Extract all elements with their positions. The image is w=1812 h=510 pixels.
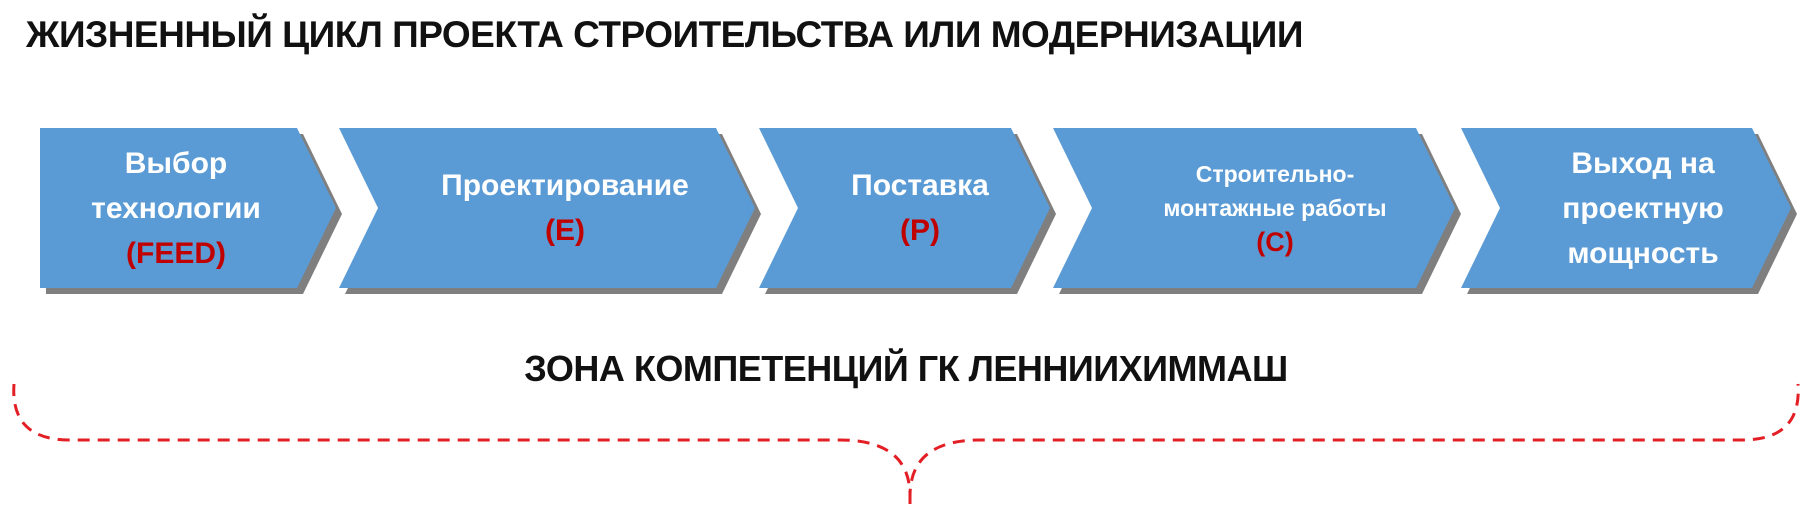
step-procurement-chevron — [759, 128, 1050, 288]
step-construction-line-1: Строительно- — [1195, 161, 1355, 187]
step-feed-code: (FEED) — [126, 236, 226, 270]
step-commissioning — [1461, 128, 1797, 294]
step-commissioning-line-1: Выход на — [1571, 146, 1715, 180]
step-construction-chevron — [1053, 128, 1455, 288]
step-feed-chevron — [40, 128, 336, 288]
step-feed-line-1: Выбор — [124, 146, 228, 180]
step-engineering-code: (E) — [545, 214, 585, 247]
step-procurement — [759, 128, 1056, 294]
step-procurement-line-1: Поставка — [851, 169, 989, 202]
step-commissioning-line-2: проектную — [1562, 191, 1724, 225]
step-construction-label: Строительно- монтажные работы (C) — [1100, 128, 1450, 288]
page-title: ЖИЗНЕННЫЙ ЦИКЛ ПРОЕКТА СТРОИТЕЛЬСТВА ИЛИ… — [26, 14, 1303, 55]
step-procurement-code: (P) — [900, 214, 940, 247]
step-commissioning-label: Выход на проектную мощность — [1508, 128, 1778, 288]
step-construction-line-2: монтажные работы — [1163, 195, 1387, 221]
step-feed-label: Выбор технологии (FEED) — [60, 128, 292, 288]
step-engineering-label: Проектирование (E) — [390, 128, 740, 288]
step-engineering-line-1: Проектирование — [441, 169, 689, 202]
step-commissioning-chevron — [1461, 128, 1791, 288]
step-procurement-label: Поставка (P) — [805, 128, 1035, 288]
competence-zone-brace — [12, 383, 1800, 497]
step-construction-code: (C) — [1256, 227, 1294, 257]
step-engineering-chevron — [339, 128, 755, 288]
step-commissioning-line-3: мощность — [1567, 236, 1719, 270]
step-construction — [1053, 128, 1461, 294]
step-engineering — [339, 128, 761, 294]
competence-zone-label: ЗОНА КОМПЕТЕНЦИЙ ГК ЛЕННИИХИММАШ — [524, 348, 1288, 389]
step-feed — [40, 128, 342, 294]
step-feed-line-2: технологии — [91, 191, 261, 225]
